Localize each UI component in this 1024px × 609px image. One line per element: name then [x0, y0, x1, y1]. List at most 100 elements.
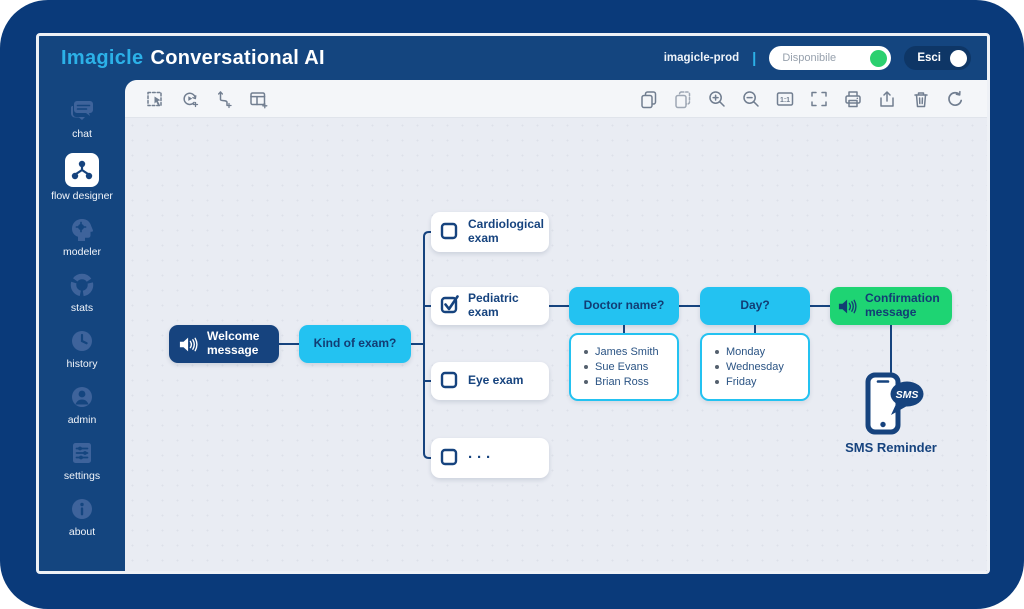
zoom-in-icon[interactable] — [707, 88, 728, 109]
environment-label: imagicle-prod — [663, 52, 740, 64]
zoom-out-icon[interactable] — [741, 88, 762, 109]
node-welcome-message[interactable]: Welcome message — [169, 325, 279, 363]
admin-icon — [68, 383, 96, 411]
checkbox-unchecked-icon[interactable] — [439, 219, 459, 245]
node-label: Day? — [740, 298, 770, 313]
print-icon[interactable] — [843, 88, 864, 109]
sidebar-item-history[interactable]: history — [66, 327, 98, 370]
sidebar-item-stats[interactable]: stats — [68, 271, 96, 314]
sidebar-item-admin[interactable]: admin — [67, 383, 97, 426]
bullet-icon — [715, 365, 719, 369]
logout-label: Esci — [917, 52, 941, 64]
flow-canvas[interactable]: 1:1 — [125, 80, 987, 571]
one-to-one-icon[interactable]: 1:1 — [775, 88, 796, 109]
bullet-icon — [584, 380, 588, 384]
toolbar-right-group: 1:1 — [632, 88, 972, 109]
node-kind-of-exam[interactable]: Kind of exam? — [299, 325, 411, 363]
trash-icon[interactable] — [911, 88, 932, 109]
logout-knob[interactable] — [950, 49, 967, 67]
availability-label: Disponibile — [782, 52, 837, 64]
stats-icon — [68, 271, 96, 299]
checkbox-unchecked-icon[interactable] — [439, 445, 459, 471]
history-icon — [68, 327, 96, 355]
canvas-toolbar: 1:1 — [125, 80, 987, 118]
speaker-icon — [179, 336, 199, 353]
settings-icon — [68, 439, 96, 467]
day-choice-list[interactable]: Monday Wednesday Friday — [700, 333, 810, 401]
node-confirmation-message[interactable]: Confirmation message — [830, 287, 952, 325]
list-item: Friday — [715, 376, 802, 388]
speaker-icon — [838, 298, 858, 315]
sidebar: chat flow designer modeler stats history — [39, 80, 125, 571]
node-label: Confirmation message — [865, 291, 940, 319]
sidebar-item-modeler[interactable]: modeler — [63, 215, 101, 258]
node-option-more[interactable]: ··· — [431, 438, 549, 478]
list-item: Sue Evans — [584, 361, 671, 373]
sms-phone-icon: SMS — [852, 372, 930, 436]
add-branch-icon[interactable] — [214, 88, 235, 109]
sidebar-item-label: history — [66, 358, 98, 370]
list-item: Wednesday — [715, 361, 802, 373]
select-area-icon[interactable] — [146, 88, 167, 109]
availability-toggle[interactable]: Disponibile — [769, 46, 892, 70]
node-option-cardiological[interactable]: Cardiological exam — [431, 212, 549, 252]
flow-connectors — [278, 231, 892, 459]
node-option-pediatric[interactable]: Pediatric exam — [431, 287, 549, 325]
logout-toggle[interactable]: Esci — [904, 46, 971, 70]
canvas-body[interactable]: Welcome message Kind of exam? Cardiologi… — [125, 118, 987, 570]
export-icon[interactable] — [877, 88, 898, 109]
sidebar-item-settings[interactable]: settings — [64, 439, 100, 482]
sidebar-item-label: stats — [70, 302, 94, 314]
sms-reminder-label: SMS Reminder — [845, 440, 937, 455]
bullet-icon — [584, 365, 588, 369]
checkbox-checked-icon[interactable] — [439, 293, 459, 319]
svg-text:1:1: 1:1 — [780, 96, 790, 103]
sidebar-item-chat[interactable]: chat — [68, 97, 96, 140]
sidebar-item-label: about — [68, 526, 96, 538]
modeler-icon — [68, 215, 96, 243]
node-label: Kind of exam? — [313, 336, 397, 351]
node-option-eye[interactable]: Eye exam — [431, 362, 549, 400]
sidebar-item-flow-designer[interactable]: flow designer — [51, 153, 113, 202]
node-label: Welcome message — [207, 329, 260, 357]
svg-text:SMS: SMS — [896, 389, 919, 401]
bullet-icon — [715, 380, 719, 384]
sidebar-item-label: settings — [63, 470, 101, 482]
brand-product: Conversational AI — [150, 46, 325, 69]
sidebar-item-about[interactable]: about — [68, 495, 96, 538]
node-label: Pediatric exam — [468, 291, 519, 319]
paste-icon[interactable] — [673, 88, 694, 109]
copy-icon[interactable] — [639, 88, 660, 109]
checkbox-unchecked-icon[interactable] — [439, 368, 459, 394]
add-action-icon[interactable] — [180, 88, 201, 109]
sidebar-item-label: admin — [67, 414, 97, 426]
doctor-choice-list[interactable]: James Smith Sue Evans Brian Ross — [569, 333, 679, 401]
availability-knob[interactable] — [870, 49, 888, 67]
app-window: Imagicle Conversational AI imagicle-prod… — [36, 33, 990, 574]
fit-screen-icon[interactable] — [809, 88, 830, 109]
list-item: Monday — [715, 346, 802, 358]
brand-logo: Imagicle — [61, 46, 144, 69]
bullet-icon — [715, 350, 719, 354]
node-label: Cardiological exam — [468, 217, 545, 245]
node-doctor-name[interactable]: Doctor name? — [569, 287, 679, 325]
sidebar-item-label: chat — [72, 128, 92, 140]
about-icon — [68, 495, 96, 523]
node-day[interactable]: Day? — [700, 287, 810, 325]
list-item: James Smith — [584, 346, 671, 358]
node-label: ··· — [468, 449, 495, 467]
list-item: Brian Ross — [584, 376, 671, 388]
sidebar-item-label: flow designer — [51, 190, 113, 202]
bullet-icon — [584, 350, 588, 354]
topbar: Imagicle Conversational AI imagicle-prod… — [39, 36, 987, 80]
separator: | — [752, 49, 757, 67]
node-label: Eye exam — [468, 373, 524, 388]
add-table-icon[interactable] — [248, 88, 269, 109]
reset-icon[interactable] — [945, 88, 966, 109]
toolbar-left-group — [139, 88, 275, 109]
node-label: Doctor name? — [583, 298, 665, 313]
flow-designer-icon — [65, 153, 99, 187]
chat-icon — [68, 97, 96, 125]
sidebar-item-label: modeler — [63, 246, 101, 258]
